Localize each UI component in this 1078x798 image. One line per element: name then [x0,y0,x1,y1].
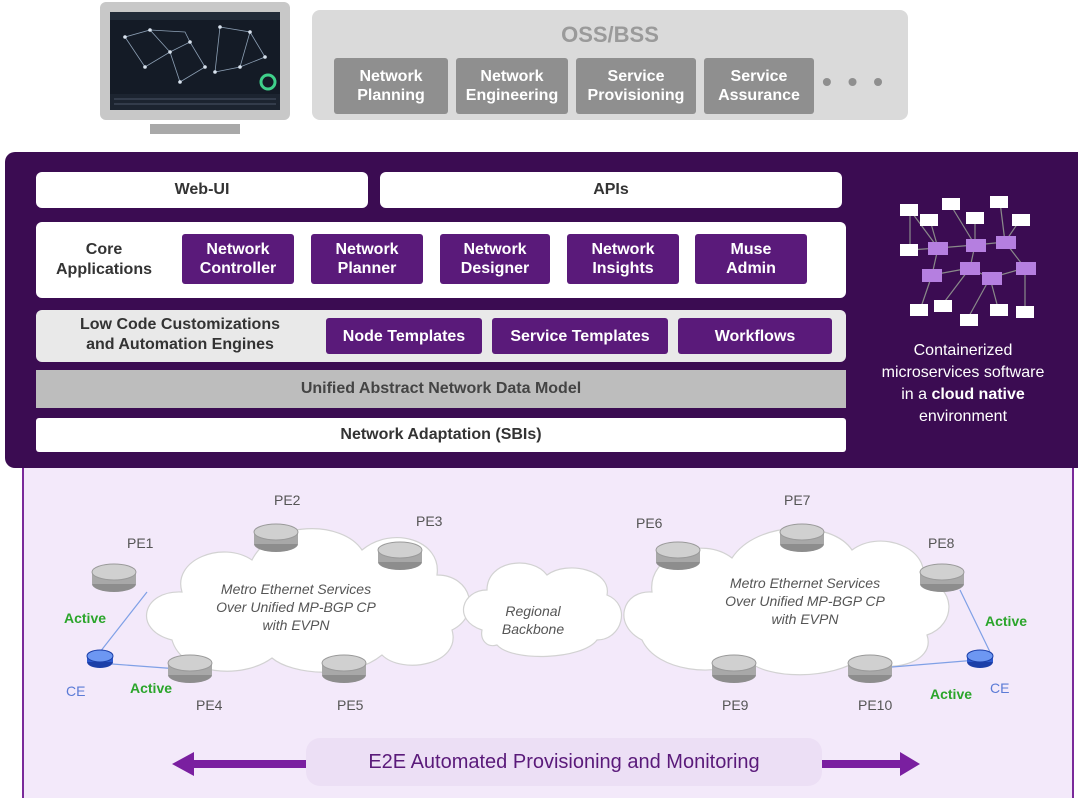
network-planner-button[interactable]: Network Planner [311,234,423,284]
side-line-3-bold: cloud native [931,386,1025,403]
ce-label-right: CE [990,680,1010,696]
network-insights-button[interactable]: Network Insights [567,234,679,284]
router-icon-pe7 [779,523,825,553]
right-cloud-text: Metro Ethernet Services Over Unified MP-… [725,575,885,627]
data-model-label: Unified Abstract Network Data Model [300,380,582,397]
router-icon-pe5 [321,654,367,684]
network-planning-button[interactable]: Network Planning [334,58,448,114]
pe1-label: PE1 [127,535,154,551]
web-ui-label: Web-UI [174,181,230,198]
adaptation-band: Network Adaptation (SBIs) [36,418,846,452]
adaptation-label: Network Adaptation (SBIs) [340,426,542,443]
service-assurance-button[interactable]: Service Assurance [704,58,814,114]
apis-band[interactable]: APIs [380,172,842,208]
backbone-cloud [463,562,623,658]
workflows-button[interactable]: Workflows [678,318,832,354]
monitor-stand [150,124,240,134]
core-applications-label: Core Applications [55,241,152,278]
lowcode-label: Low Code Customizations and Automation E… [80,316,280,353]
side-line-4: environment [918,408,1008,425]
side-line-3: in a cloud native [848,384,1078,406]
oss-bss-panel: OSS/BSS Network Planning Network Enginee… [312,10,908,120]
pe7-label: PE7 [784,492,811,508]
pe6-label: PE6 [636,515,663,531]
router-icon-pe2 [253,523,299,553]
apis-label: APIs [593,181,629,198]
microservices-mesh-icon [900,196,1036,326]
router-icon-pe9 [711,654,757,684]
web-ui-band[interactable]: Web-UI [36,172,368,208]
router-icon-pe10 [847,654,893,684]
pe3-label: PE3 [416,513,443,529]
network-engineering-button[interactable]: Network Engineering [456,58,568,114]
monitor-icon [100,2,290,120]
e2e-banner: E2E Automated Provisioning and Monitorin… [306,738,822,786]
data-model-band: Unified Abstract Network Data Model [36,370,846,408]
pe10-label: PE10 [858,697,893,713]
pe4-label: PE4 [196,697,223,713]
pe9-label: PE9 [722,697,749,713]
network-topology [86,523,994,684]
backbone-text: Regional Backbone [501,603,565,637]
router-icon-pe8 [919,563,965,593]
active-label-left-bottom: Active [130,680,173,696]
ce-label-left: CE [66,683,86,699]
router-icon-pe6 [655,541,701,571]
router-icon-pe1 [91,563,137,593]
network-designer-button[interactable]: Network Designer [440,234,550,284]
active-label-right-bottom: Active [930,686,973,702]
side-line-3-prefix: in a [901,386,932,403]
microservices-description: Containerized microservices software in … [848,340,1078,428]
more-dots: • • • [822,66,887,97]
oss-bss-title: OSS/BSS [561,22,659,47]
pe2-label: PE2 [274,492,301,508]
side-line-1: Containerized [913,342,1013,359]
muse-admin-button[interactable]: Muse Admin [695,234,807,284]
active-label-right-top: Active [985,613,1028,629]
topology-graph-icon [110,12,280,110]
active-label-left-top: Active [64,610,107,626]
network-controller-button[interactable]: Network Controller [182,234,294,284]
router-icon-pe4 [167,654,213,684]
service-provisioning-button[interactable]: Service Provisioning [576,58,696,114]
pe5-label: PE5 [337,697,364,713]
node-templates-button[interactable]: Node Templates [326,318,482,354]
router-icon-pe3 [377,541,423,571]
left-cloud-text: Metro Ethernet Services Over Unified MP-… [216,581,376,633]
ce-router-icon-right [966,649,994,669]
service-templates-button[interactable]: Service Templates [492,318,668,354]
ce-router-icon-left [86,649,114,669]
dashboard-screen [110,12,280,110]
pe8-label: PE8 [928,535,955,551]
side-line-2: microservices software [881,364,1045,381]
